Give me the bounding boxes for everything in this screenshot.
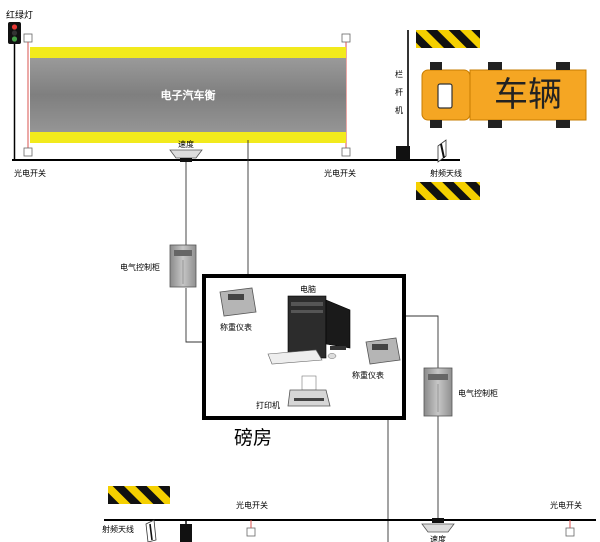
barrier-label-2: 杆	[395, 87, 403, 97]
weighing-indicator-left: 称重仪表	[219, 287, 257, 332]
printer-label: 打印机	[256, 400, 280, 410]
photo-switch-right-label: 光电开关	[324, 168, 356, 178]
barrier-gate-icon	[396, 146, 410, 160]
truck-icon	[421, 62, 587, 128]
computer: 电脑	[267, 284, 351, 365]
control-cabinet-left: 电气控制柜	[120, 244, 197, 288]
control-cabinet-left-label: 电气控制柜	[120, 262, 160, 272]
control-cabinet-icon	[423, 367, 453, 417]
barrier-label-1: 栏	[395, 69, 403, 79]
traffic-light: 红绿灯	[6, 9, 33, 160]
weighing-indicator-right: 称重仪表	[352, 337, 401, 380]
speed-bump-bottom: 速度	[421, 518, 455, 542]
barrier-gate: 栏 杆 机	[395, 30, 410, 160]
hazard-stripe-bottom	[108, 486, 170, 504]
bottom-speed-bump-label: 速度	[430, 534, 446, 542]
indicator-right-label: 称重仪表	[352, 370, 384, 380]
control-cabinet-icon	[169, 244, 197, 288]
vehicle-label: 车辆	[494, 76, 562, 114]
computer-icon	[267, 295, 351, 365]
weigh-room-label: 磅房	[234, 427, 272, 449]
photo-switch-bottom-right: 光电开关	[550, 500, 582, 537]
speed-bump-label: 速度	[178, 139, 194, 149]
scale-platform: 电子汽车衡	[30, 47, 346, 143]
photo-switch-bottom-left-label: 光电开关	[236, 500, 268, 510]
barrier-label-3: 机	[395, 105, 403, 115]
rfid-antenna-top: 射频天线	[430, 139, 462, 178]
weighing-indicator-icon	[219, 287, 257, 317]
photo-switch-left	[23, 33, 33, 157]
photo-switch-left-label: 光电开关	[14, 168, 46, 178]
barrier-gate-bottom	[180, 520, 192, 542]
hazard-stripe-top-1	[416, 30, 480, 48]
scale-platform-label: 电子汽车衡	[161, 88, 216, 102]
weighing-indicator-icon	[365, 337, 401, 365]
traffic-light-label: 红绿灯	[6, 9, 33, 20]
printer-icon	[287, 375, 331, 407]
traffic-light-icon	[8, 22, 21, 160]
control-cabinet-right-label: 电气控制柜	[458, 388, 498, 398]
printer: 打印机	[256, 375, 331, 410]
hazard-stripe-top-2	[416, 182, 480, 200]
indicator-left-label: 称重仪表	[220, 322, 252, 332]
vehicle: 车辆	[421, 62, 587, 128]
rfid-antenna-bottom-label: 射频天线	[102, 524, 134, 534]
wiring	[185, 140, 439, 542]
speed-bump-top: 速度	[169, 139, 203, 162]
computer-label: 电脑	[300, 284, 316, 294]
photo-switch-bottom-left: 光电开关	[236, 500, 268, 537]
rfid-antenna-top-label: 射频天线	[430, 168, 462, 178]
photo-switch-bottom-right-label: 光电开关	[550, 500, 582, 510]
rfid-antenna-bottom: 射频天线	[102, 519, 157, 542]
control-cabinet-right: 电气控制柜	[423, 367, 498, 417]
